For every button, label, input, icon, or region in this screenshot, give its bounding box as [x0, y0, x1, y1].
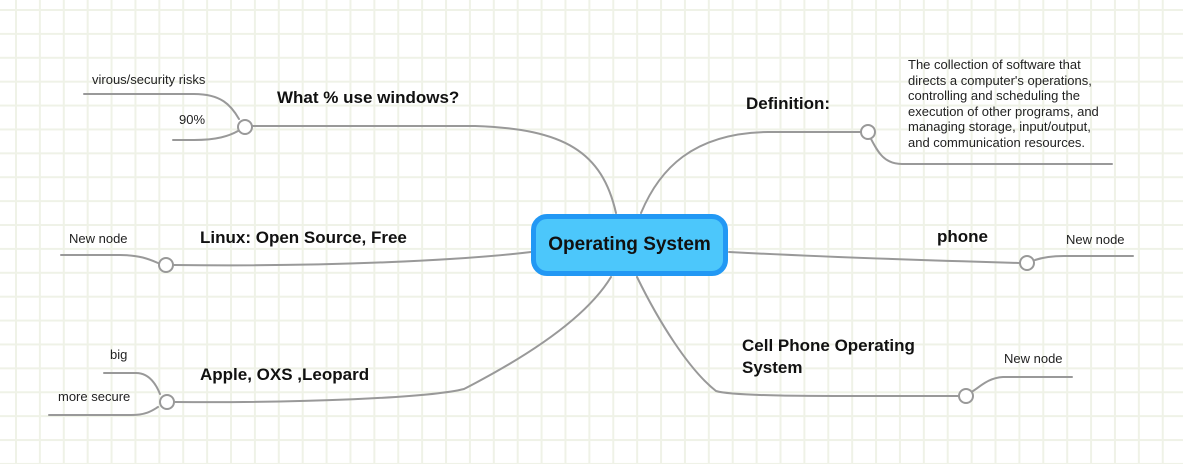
connector-more-secure-sub	[48, 406, 159, 416]
connector-big-sub	[103, 372, 161, 395]
connector-definition-main	[640, 131, 861, 214]
branch-connector-linux[interactable]	[158, 257, 174, 273]
connector-virous-sub	[83, 93, 240, 120]
branch-label-linux[interactable]: Linux: Open Source, Free	[200, 228, 407, 247]
child-label-90-percent[interactable]: 90%	[179, 112, 206, 127]
branch-connector-apple[interactable]	[159, 394, 175, 410]
connector-90-sub	[172, 130, 239, 141]
child-label-new-node-cellphone[interactable]: New node	[1004, 351, 1063, 366]
connector-definition-sub	[870, 138, 1113, 165]
child-label-more-secure[interactable]: more secure	[58, 389, 131, 404]
child-label-new-node-phone[interactable]: New node	[1066, 232, 1125, 247]
connector-apple-main	[174, 276, 612, 404]
branch-label-cellphone-os[interactable]: Cell Phone Operating System	[742, 336, 915, 377]
child-label-new-node-linux[interactable]: New node	[69, 231, 128, 246]
branch-label-definition[interactable]: Definition:	[746, 94, 831, 113]
child-label-big[interactable]: big	[110, 347, 128, 362]
branch-connector-windows[interactable]	[237, 119, 253, 135]
child-label-virous-security-risks[interactable]: virous/security risks	[92, 72, 206, 87]
connector-windows-main	[251, 125, 617, 214]
branch-connector-phone[interactable]	[1019, 255, 1035, 271]
connector-linux-main	[173, 251, 532, 267]
connector-cellphone-main	[636, 276, 959, 398]
child-label-definition-text[interactable]: The collection of software that directs …	[908, 57, 1099, 150]
branch-label-windows[interactable]: What % use windows?	[277, 88, 460, 107]
connector-phone-sub	[1034, 255, 1134, 261]
branch-label-phone[interactable]: phone	[937, 227, 988, 246]
branch-label-apple[interactable]: Apple, OXS ,Leopard	[200, 365, 370, 384]
branch-connector-cellphone[interactable]	[958, 388, 974, 404]
branch-connector-definition[interactable]	[860, 124, 876, 140]
connector-linux-sub	[60, 254, 159, 264]
root-node-operating-system[interactable]: Operating System	[531, 214, 728, 276]
connector-phone-main	[728, 251, 1021, 264]
connector-cellphone-sub	[972, 376, 1073, 392]
